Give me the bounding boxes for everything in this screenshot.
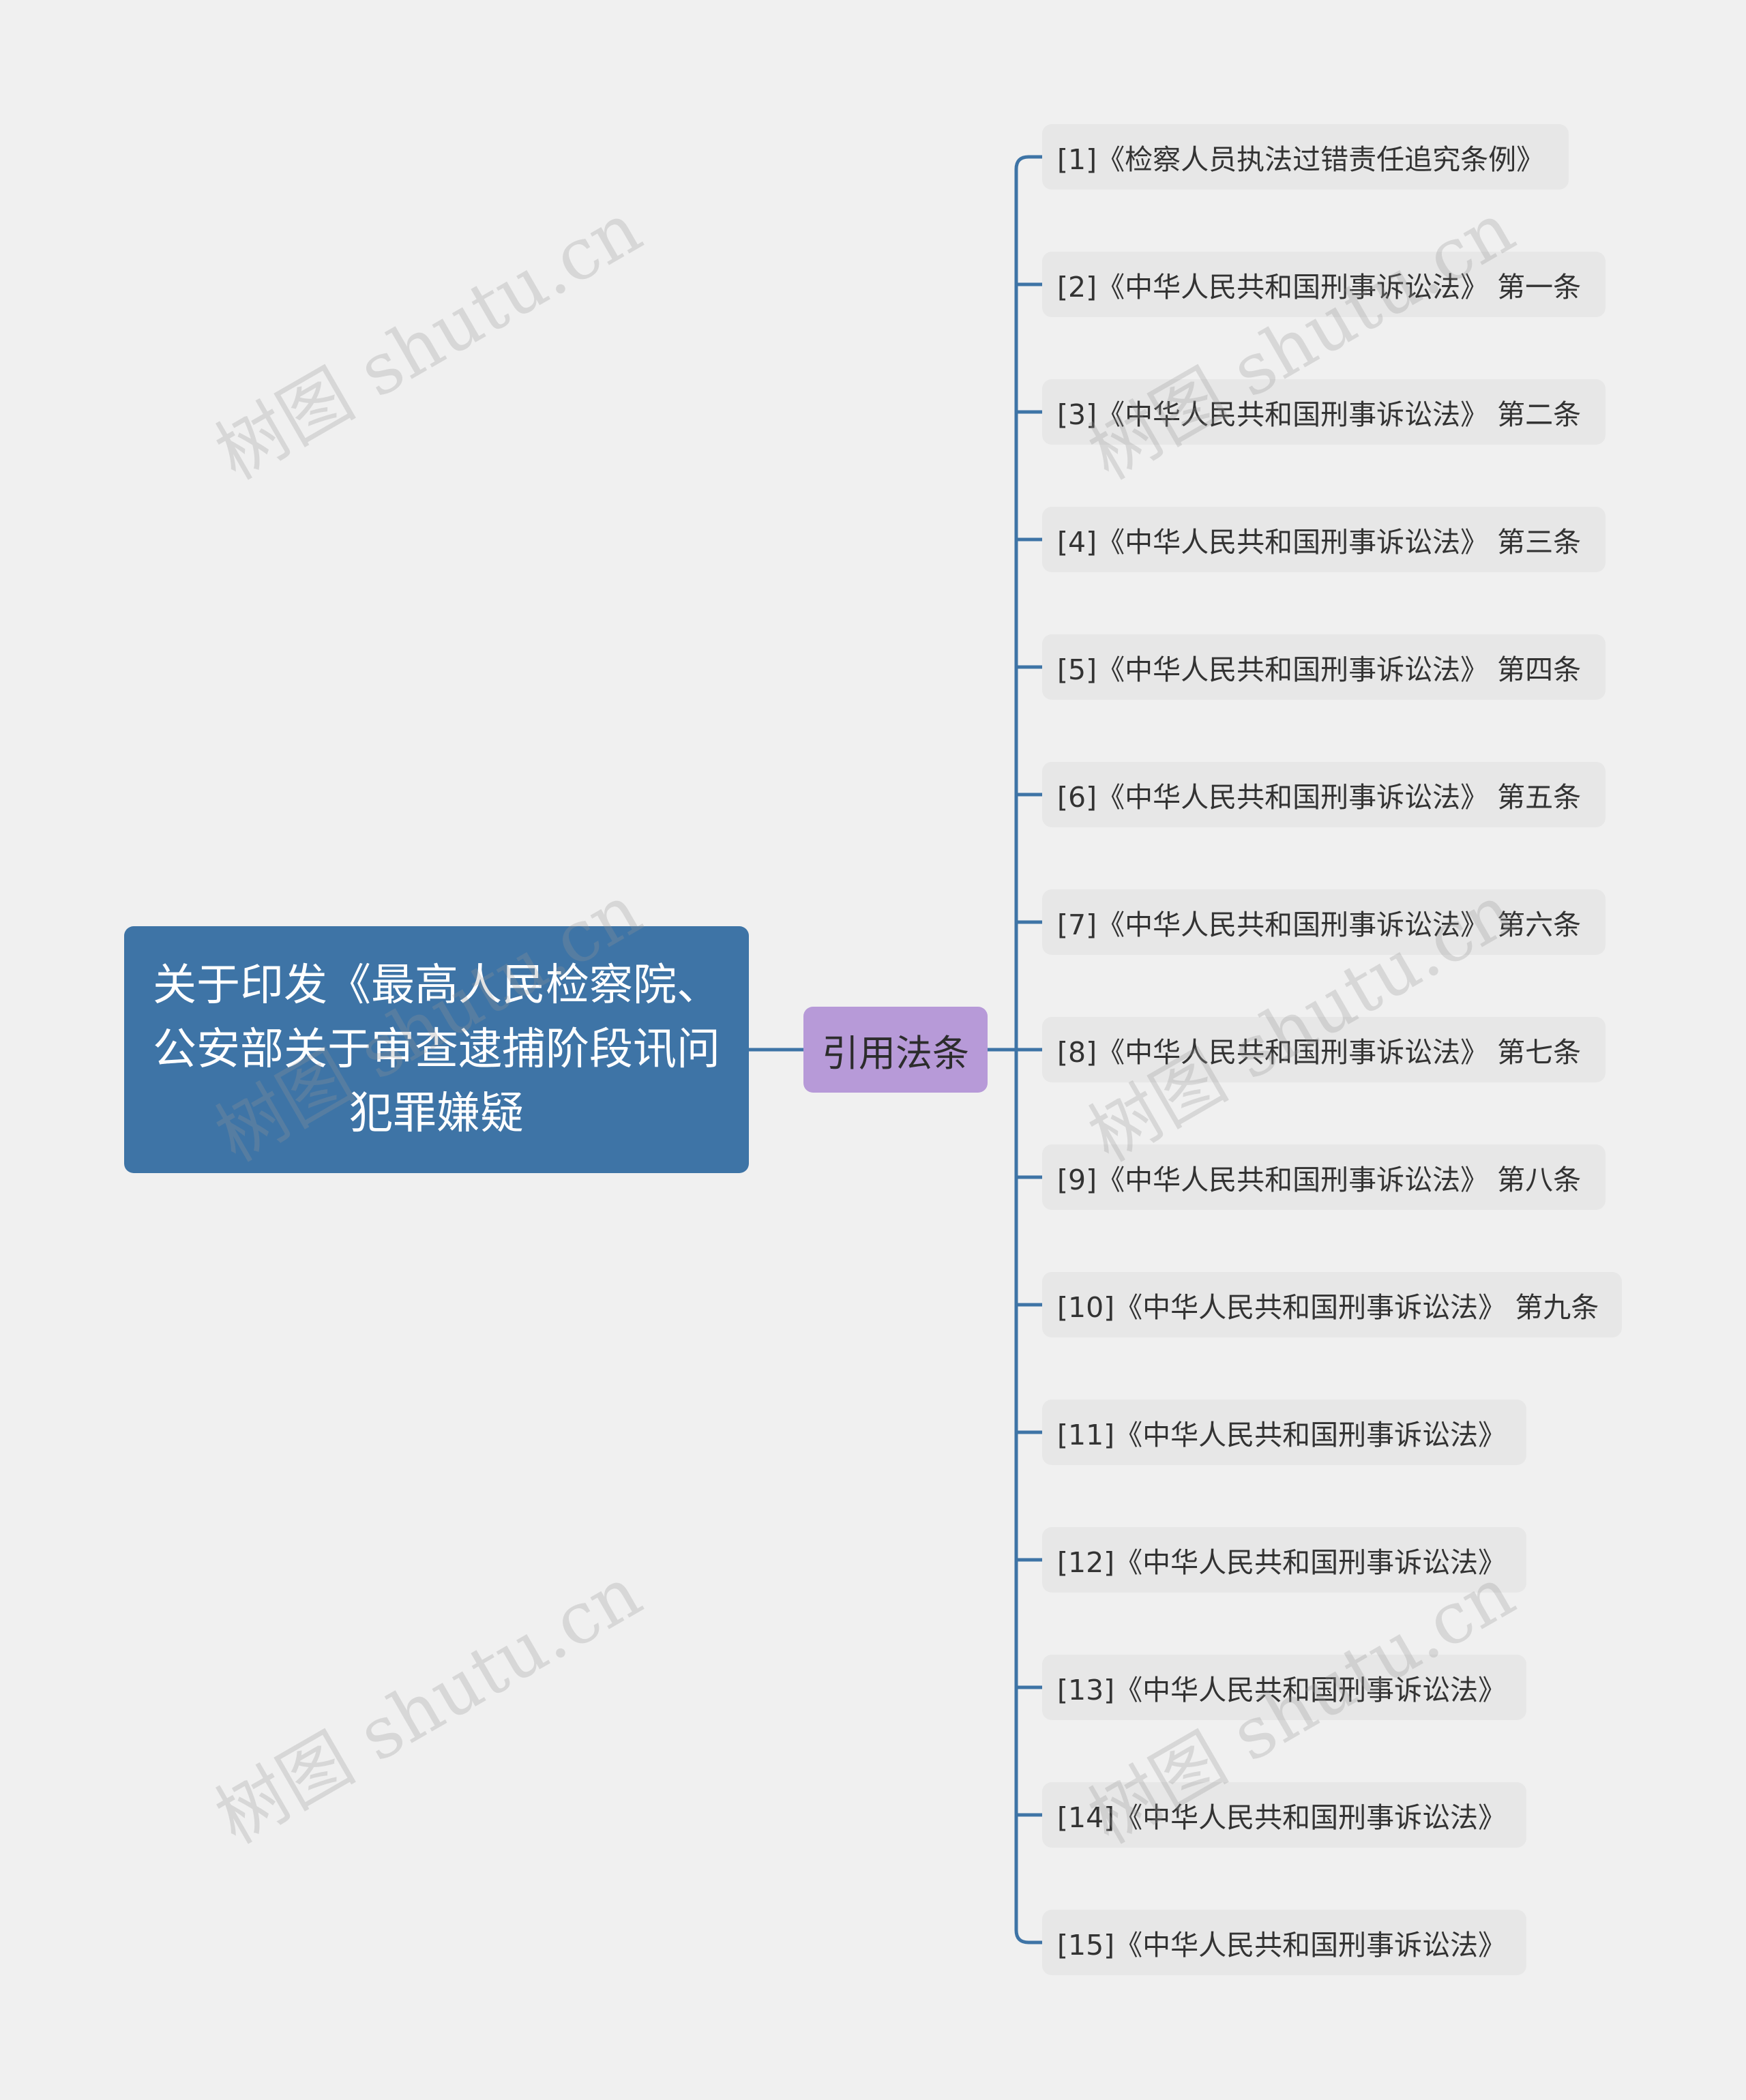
leaf-node-12[interactable]: [12]《中华人民共和国刑事诉讼法》 bbox=[1042, 1527, 1526, 1593]
leaf-node-3[interactable]: [3]《中华人民共和国刑事诉讼法》 第二条 bbox=[1042, 379, 1606, 445]
leaf-label: [9]《中华人民共和国刑事诉讼法》 第八条 bbox=[1057, 1164, 1582, 1196]
leaf-label: [13]《中华人民共和国刑事诉讼法》 bbox=[1057, 1674, 1507, 1706]
leaf-node-15[interactable]: [15]《中华人民共和国刑事诉讼法》 bbox=[1042, 1910, 1526, 1975]
branch-label: 引用法条 bbox=[822, 1031, 969, 1075]
branch-node-cited-laws[interactable]: 引用法条 bbox=[803, 1007, 988, 1093]
leaf-node-4[interactable]: [4]《中华人民共和国刑事诉讼法》 第三条 bbox=[1042, 507, 1606, 572]
root-topic-text: 关于印发《最高人民检察院、公安部关于审查逮捕阶段讯问犯罪嫌疑 bbox=[153, 960, 720, 1139]
leaf-label: [7]《中华人民共和国刑事诉讼法》 第六条 bbox=[1057, 908, 1582, 941]
leaf-label: [1]《检察人员执法过错责任追究条例》 bbox=[1057, 143, 1545, 176]
leaf-node-9[interactable]: [9]《中华人民共和国刑事诉讼法》 第八条 bbox=[1042, 1144, 1606, 1210]
leaf-label: [15]《中华人民共和国刑事诉讼法》 bbox=[1057, 1929, 1507, 1962]
leaf-node-8[interactable]: [8]《中华人民共和国刑事诉讼法》 第七条 bbox=[1042, 1017, 1606, 1082]
leaf-label: [5]《中华人民共和国刑事诉讼法》 第四条 bbox=[1057, 653, 1582, 686]
leaf-label: [12]《中华人民共和国刑事诉讼法》 bbox=[1057, 1546, 1507, 1579]
leaf-label: [8]《中华人民共和国刑事诉讼法》 第七条 bbox=[1057, 1036, 1582, 1069]
leaf-node-1[interactable]: [1]《检察人员执法过错责任追究条例》 bbox=[1042, 124, 1569, 190]
root-topic-node[interactable]: 关于印发《最高人民检察院、公安部关于审查逮捕阶段讯问犯罪嫌疑 bbox=[124, 926, 749, 1173]
leaf-label: [2]《中华人民共和国刑事诉讼法》 第一条 bbox=[1057, 271, 1582, 304]
leaf-node-5[interactable]: [5]《中华人民共和国刑事诉讼法》 第四条 bbox=[1042, 634, 1606, 700]
leaf-node-7[interactable]: [7]《中华人民共和国刑事诉讼法》 第六条 bbox=[1042, 889, 1606, 955]
leaf-node-10[interactable]: [10]《中华人民共和国刑事诉讼法》 第九条 bbox=[1042, 1272, 1622, 1337]
leaf-connector bbox=[1014, 1929, 1042, 1944]
leaf-label: [3]《中华人民共和国刑事诉讼法》 第二条 bbox=[1057, 398, 1582, 431]
leaf-node-6[interactable]: [6]《中华人民共和国刑事诉讼法》 第五条 bbox=[1042, 762, 1606, 827]
leaf-label: [11]《中华人民共和国刑事诉讼法》 bbox=[1057, 1419, 1507, 1451]
leaf-node-13[interactable]: [13]《中华人民共和国刑事诉讼法》 bbox=[1042, 1655, 1526, 1720]
leaf-node-11[interactable]: [11]《中华人民共和国刑事诉讼法》 bbox=[1042, 1400, 1526, 1465]
leaf-label: [4]《中华人民共和国刑事诉讼法》 第三条 bbox=[1057, 526, 1582, 559]
leaf-node-14[interactable]: [14]《中华人民共和国刑事诉讼法》 bbox=[1042, 1782, 1526, 1848]
leaf-label: [14]《中华人民共和国刑事诉讼法》 bbox=[1057, 1801, 1507, 1834]
leaf-node-2[interactable]: [2]《中华人民共和国刑事诉讼法》 第一条 bbox=[1042, 252, 1606, 317]
leaf-label: [6]《中华人民共和国刑事诉讼法》 第五条 bbox=[1057, 781, 1582, 814]
leaf-label: [10]《中华人民共和国刑事诉讼法》 第九条 bbox=[1057, 1291, 1599, 1324]
leaf-connector bbox=[1014, 155, 1042, 170]
